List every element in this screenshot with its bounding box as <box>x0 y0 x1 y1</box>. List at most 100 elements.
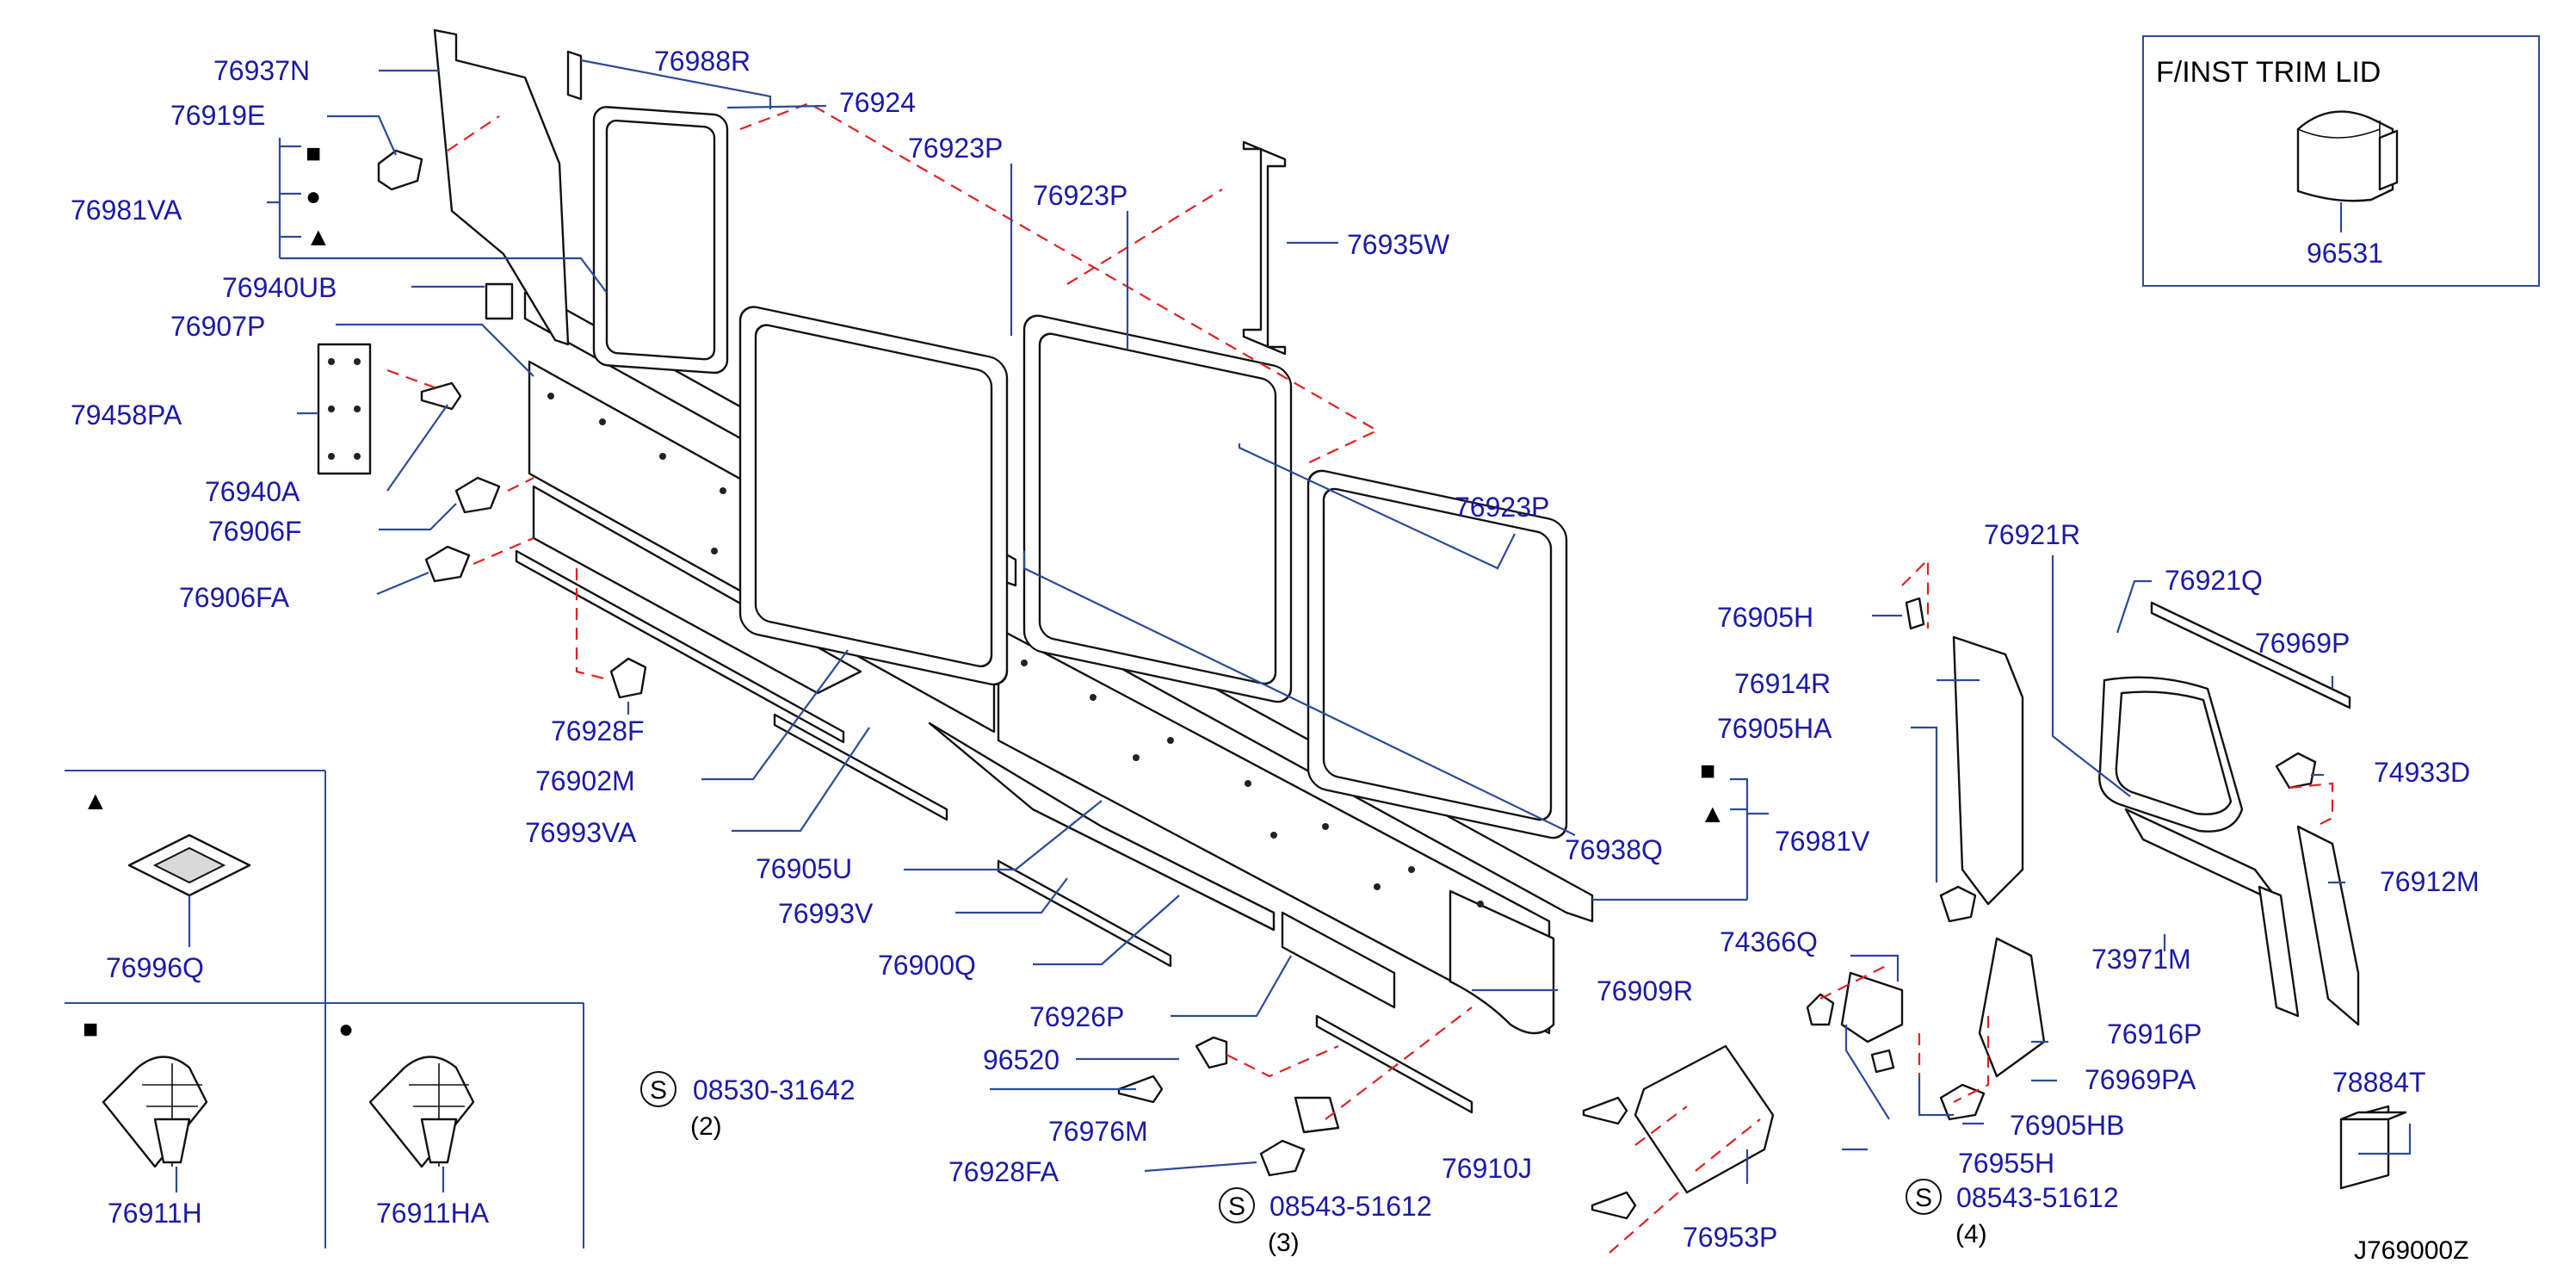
label-76912M: 76912M <box>2380 866 2480 897</box>
label-76923P-c: 76923P <box>1455 492 1549 523</box>
label-76905HA: 76905HA <box>1717 713 1832 744</box>
label-76981V: 76981V <box>1775 826 1870 857</box>
screw-code-1: 08530-31642 <box>693 1075 856 1105</box>
square-symbol: ■ <box>83 1015 98 1044</box>
label-76981VA: 76981VA <box>71 195 182 226</box>
label-76988R: 76988R <box>654 46 751 77</box>
bracket-76953P <box>1634 1044 1775 1194</box>
label-76911H: 76911H <box>108 1198 202 1229</box>
hinge-79458PA <box>317 343 372 475</box>
clip-76928F <box>609 657 647 699</box>
label-76926P: 76926P <box>1029 1001 1124 1032</box>
trim-76912M <box>2296 825 2360 1026</box>
label-76919E: 76919E <box>170 100 265 131</box>
pillar-76937N <box>433 28 570 346</box>
clip-76911HA <box>368 1056 475 1168</box>
label-76911HA: 76911HA <box>376 1198 490 1229</box>
label-76993VA: 76993VA <box>525 817 637 848</box>
label-73971M: 73971M <box>2091 944 2191 975</box>
label-76969PA: 76969PA <box>2085 1064 2196 1095</box>
s-symbol-2: S <box>1228 1192 1245 1221</box>
legend-boxes: ▲ 76996Q ■ 76911H ● 76911HA <box>65 770 584 1248</box>
label-76906FA: 76906FA <box>179 582 290 613</box>
right-side-parts <box>1905 597 2407 1190</box>
screw-08543 <box>1806 993 1835 1026</box>
latch-74366Q <box>1840 971 1904 1044</box>
pad-76996Q <box>127 833 251 897</box>
trim-lid-part <box>2296 110 2399 202</box>
label-76935W: 76935W <box>1347 229 1450 260</box>
assembly-guides <box>386 102 2334 1254</box>
nut-76955H <box>1870 1049 1895 1074</box>
inset-panel: F/INST TRIM LID 96531 <box>2142 35 2540 287</box>
pillar-76914R <box>1952 635 2024 906</box>
label-76996Q: 76996Q <box>106 952 204 983</box>
label-76969P: 76969P <box>2255 628 2350 659</box>
label-76916P: 76916P <box>2107 1019 2202 1050</box>
label-76924: 76924 <box>839 87 916 118</box>
label-76940UB: 76940UB <box>222 272 337 303</box>
label-76902M: 76902M <box>535 765 635 796</box>
diagram-code: J769000Z <box>2354 1236 2468 1265</box>
clip-76928FA <box>1259 1139 1306 1177</box>
panel-76905U <box>928 722 1276 932</box>
clip-76905HA <box>1939 885 1977 923</box>
triangle-symbol: ▲ <box>83 787 108 815</box>
glass-seals <box>592 106 1568 839</box>
label-74366Q: 74366Q <box>1720 926 1818 957</box>
pad-76976M <box>1294 1096 1340 1134</box>
label-76909R: 76909R <box>1597 975 1693 1006</box>
label-76953P: 76953P <box>1683 1222 1777 1253</box>
s-symbol-3: S <box>1915 1184 1932 1212</box>
screw-qty-3: (4) <box>1955 1220 1987 1248</box>
clip-76905H <box>1905 597 1925 630</box>
screw-references: S 08530-31642 (2) S 08543-51612 (3) S 08… <box>640 1071 2119 1257</box>
label-76923P-a: 76923P <box>908 133 1003 164</box>
label-76937N: 76937N <box>213 55 310 86</box>
screw-code-2: 08543-51612 <box>1269 1191 1432 1222</box>
panel-76926P <box>1281 911 1396 1009</box>
square-mark-a: ■ <box>306 139 321 168</box>
label-76910J: 76910J <box>1442 1153 1532 1184</box>
clip-76911H <box>102 1056 208 1168</box>
screw-qty-1: (2) <box>690 1112 722 1141</box>
inset-title: F/INST TRIM LID <box>2156 56 2381 89</box>
label-76955H: 76955H <box>1958 1148 2054 1179</box>
label-76921R: 76921R <box>1984 519 2080 550</box>
screw-76953P <box>1591 1191 1637 1220</box>
label-76921Q: 76921Q <box>2165 565 2263 596</box>
label-76993V: 76993V <box>778 898 874 929</box>
label-96520: 96520 <box>983 1044 1059 1075</box>
label-76928FA: 76928FA <box>948 1156 1059 1187</box>
leader-lines <box>267 59 2412 1184</box>
screw-code-3: 08543-51612 <box>1956 1182 2119 1213</box>
label-76940A: 76940A <box>205 476 300 507</box>
circle-symbol: ● <box>338 1015 354 1044</box>
clip-96520 <box>1195 1036 1228 1069</box>
bracket-76916P <box>1978 937 2046 1078</box>
label-74933D: 74933D <box>2374 757 2470 788</box>
screw-qty-2: (3) <box>1268 1229 1300 1257</box>
square-mark-b: ■ <box>1700 757 1715 785</box>
label-76923P-b: 76923P <box>1033 180 1127 211</box>
label-76976M: 76976M <box>1048 1116 1148 1147</box>
screw-76940A <box>420 381 462 411</box>
strip-76969PA <box>2258 885 2300 1018</box>
clip-74933D <box>2275 752 2317 790</box>
triangle-mark-a: ▲ <box>306 223 331 251</box>
triangle-mark-b: ▲ <box>1700 800 1726 828</box>
inset-frame <box>2142 35 2540 287</box>
spacer-76935W <box>1242 140 1287 356</box>
strip-76969P <box>2150 601 2351 709</box>
circle-mark-a: ● <box>306 183 321 211</box>
screw-76976M <box>1117 1075 1164 1104</box>
clip-76906FA <box>424 545 471 583</box>
label-79458PA: 79458PA <box>71 399 182 430</box>
screw-76910J <box>1582 1096 1628 1125</box>
label-76906F: 76906F <box>208 516 302 547</box>
label-76905H: 76905H <box>1717 602 1813 633</box>
label-76905U: 76905U <box>756 853 852 884</box>
lower-center-parts <box>1117 971 1904 1220</box>
